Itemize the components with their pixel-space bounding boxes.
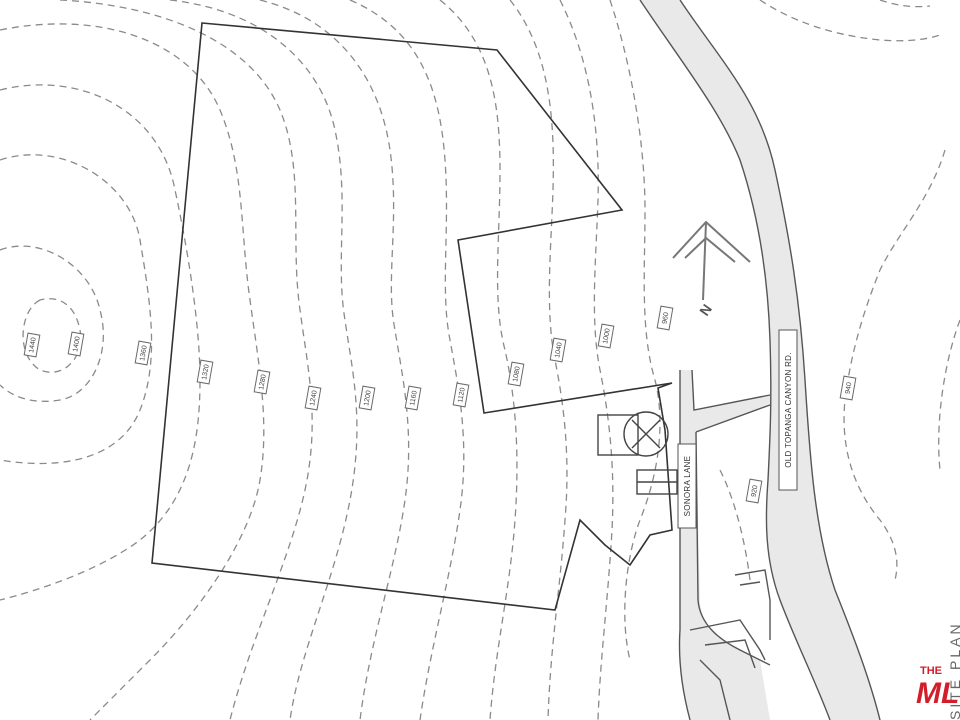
elevation-label-1000: 1000 <box>602 328 612 345</box>
side-lane <box>678 369 771 720</box>
street-label-sonora-lane: SONORA LANE <box>677 443 697 529</box>
elevation-label-1320: 1320 <box>201 364 211 381</box>
street-name-main: OLD TOPANGA CANYON RD. <box>784 352 793 468</box>
elevation-label-1040: 1040 <box>554 342 564 359</box>
elevation-label-960: 960 <box>662 312 671 325</box>
structures <box>597 411 678 495</box>
elevation-label-1080: 1080 <box>512 366 522 383</box>
main-road <box>639 0 881 720</box>
elevation-label-920: 920 <box>751 485 760 498</box>
elevation-labels: 1440 1400 1360 1320 1280 1240 1200 1160 … <box>23 305 857 504</box>
elevation-label-1360: 1360 <box>139 345 149 362</box>
north-label: N <box>696 301 715 318</box>
logo-text-top: THE <box>920 665 942 677</box>
street-label-old-topanga: OLD TOPANGA CANYON RD. <box>778 329 798 491</box>
mls-logo: THE MLS <box>916 665 960 710</box>
elevation-label-1160: 1160 <box>409 390 419 406</box>
elevation-label-1280: 1280 <box>258 374 268 391</box>
elevation-label-1240: 1240 <box>309 390 319 407</box>
north-arrow-icon <box>672 220 751 301</box>
logo-text-main: MLS <box>916 677 960 710</box>
elevation-label-1200: 1200 <box>363 390 373 407</box>
elevation-label-1120: 1120 <box>457 387 467 403</box>
elevation-label-1440: 1440 <box>28 337 38 354</box>
elevation-label-940: 940 <box>845 382 854 395</box>
street-name-lane: SONORA LANE <box>683 456 692 517</box>
plan-title: SITE PLAN <box>947 621 960 720</box>
elevation-label-1400: 1400 <box>72 336 82 353</box>
property-boundary <box>151 22 673 611</box>
